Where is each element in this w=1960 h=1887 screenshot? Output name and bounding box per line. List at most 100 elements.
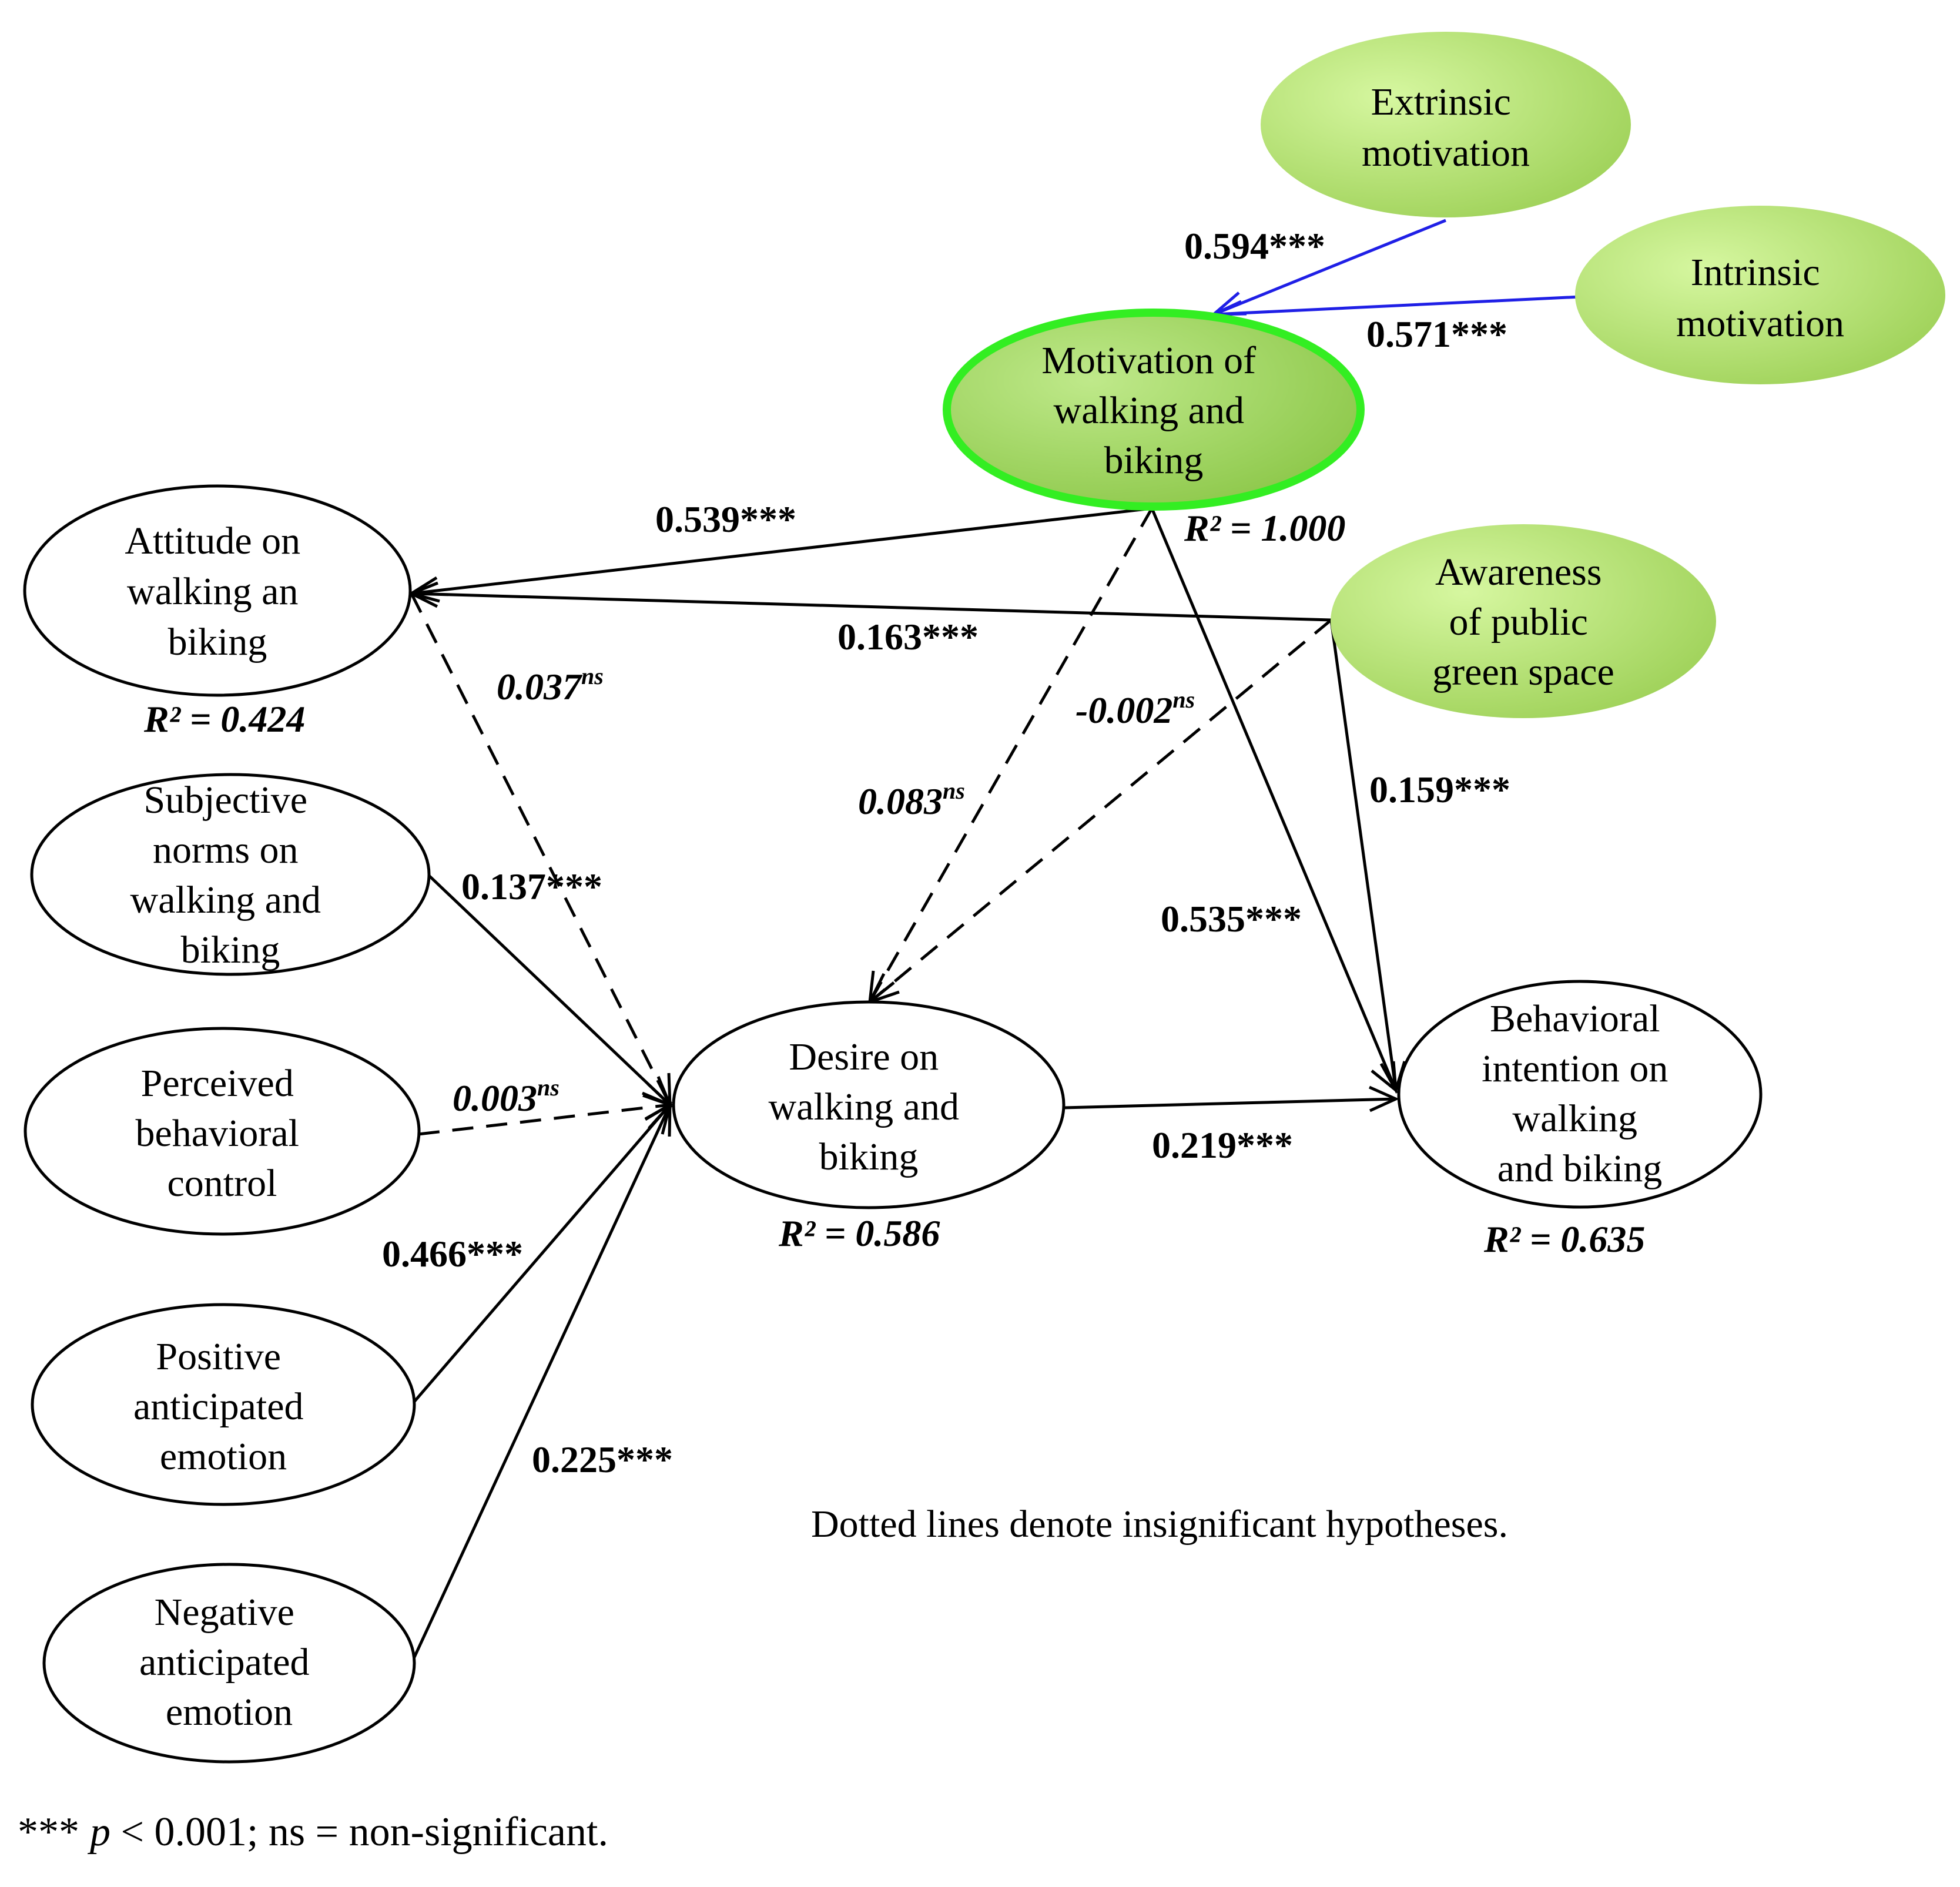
node-label-line: control: [167, 1162, 277, 1205]
coef-positive-desire: 0.466***: [382, 1233, 523, 1275]
coef-motivation-intention: 0.535***: [1161, 898, 1302, 940]
arrow-intrinsic-to-motivation: [1213, 295, 1582, 316]
svg-text:Desire on walking and: Desire on walking and biking: [769, 1035, 969, 1178]
node-subjective-norms: Subjective norms on walking and biking: [30, 773, 431, 976]
node-label-line: walking and: [769, 1085, 959, 1128]
coef-desire-intention: 0.219***: [1152, 1124, 1293, 1166]
footnote-stars: ***: [18, 1809, 79, 1855]
svg-text:Motivation of walking: Motivation of walking and biking: [1041, 339, 1265, 482]
r2-desire: R² = 0.586: [778, 1212, 940, 1254]
arrow-motivation-to-attitude: [411, 507, 1152, 595]
node-positive-emotion: Positive anticipated emotion: [31, 1303, 416, 1506]
node-perceived-control: Perceived behavioral control: [24, 1027, 421, 1236]
node-label-line: walking and: [130, 879, 321, 921]
coef-perceived-desire: 0.003ns: [453, 1074, 559, 1119]
svg-text:Intrinsic motivation: Intrinsic motivation: [1676, 251, 1844, 345]
arrow-subjective-to-desire: [428, 874, 671, 1106]
footnote-rest: < 0.001; ns = non-significant.: [110, 1809, 608, 1855]
r2-attitude: R² = 0.424: [143, 698, 305, 740]
svg-text:Subjective norms on: Subjective norms on walking and biking: [130, 779, 331, 971]
node-label-line: walking and: [1054, 389, 1244, 432]
footnote-p: p: [87, 1809, 110, 1855]
coef-motivation-desire: 0.083ns: [858, 777, 965, 822]
coef-attitude-desire: 0.037ns: [497, 663, 604, 708]
svg-text:Behavioral intention o: Behavioral intention on walking and biki…: [1482, 997, 1678, 1190]
node-awareness: Awareness of public green space: [1331, 524, 1716, 718]
node-label-line: biking: [181, 929, 280, 971]
coef-extrinsic-motivation: 0.594***: [1184, 225, 1325, 267]
coef-awareness-intention: 0.159***: [1369, 769, 1510, 810]
coef-subjective-desire: 0.137***: [461, 866, 602, 907]
node-label-line: Behavioral: [1490, 997, 1660, 1040]
node-label-line: and biking: [1497, 1147, 1662, 1190]
node-negative-emotion: Negative anticipated emotion: [42, 1563, 416, 1764]
node-label-line: Awareness: [1435, 551, 1602, 594]
node-label-line: biking: [168, 621, 267, 663]
node-motivation: Motivation of walking and biking: [943, 309, 1365, 511]
node-label-line: anticipated: [139, 1641, 310, 1684]
r2-intention: R² = 0.635: [1483, 1218, 1645, 1260]
coefficient-labels: 0.594*** 0.571*** 0.539*** 0.163*** 0.03…: [382, 225, 1510, 1480]
coef-intrinsic-motivation: 0.571***: [1366, 313, 1507, 355]
arrow-positive-to-desire: [413, 1104, 671, 1403]
node-label-line: motivation: [1362, 132, 1530, 175]
node-label-line: walking an: [127, 570, 298, 613]
arrow-attitude-to-desire: [410, 592, 672, 1106]
arrow-extrinsic-to-motivation: [1213, 219, 1446, 316]
node-label-line: biking: [819, 1135, 919, 1178]
node-label-line: emotion: [166, 1691, 293, 1734]
coef-awareness-desire: -0.002ns: [1076, 686, 1195, 731]
arrows-layer: [407, 219, 1582, 1658]
node-label-line: anticipated: [133, 1385, 304, 1428]
arrow-motivation-to-intention: [1150, 508, 1398, 1091]
node-desire: Desire on walking and biking: [672, 1000, 1066, 1209]
arrow-desire-to-intention: [1063, 1097, 1396, 1110]
footnote: ***p < 0.001; ns = non-significant.: [18, 1809, 608, 1855]
arrow-awareness-to-intention: [1329, 619, 1398, 1091]
arrow-motivation-to-desire: [868, 507, 1154, 1003]
node-label-line: green space: [1432, 651, 1614, 693]
node-label-line: Perceived: [141, 1062, 294, 1105]
node-label-line: norms on: [153, 829, 299, 872]
coef-awareness-attitude: 0.163***: [837, 616, 979, 658]
arrow-perceived-to-desire: [418, 1103, 671, 1136]
node-label-line: of public: [1449, 601, 1588, 643]
coef-negative-desire: 0.225***: [532, 1439, 673, 1480]
r2-labels: R² = 1.000 R² = 0.424 R² = 0.586 R² = 0.…: [143, 507, 1645, 1260]
node-label-line: Subjective: [143, 779, 307, 822]
node-label-line: Negative: [155, 1591, 294, 1634]
node-label-line: Desire on: [789, 1035, 939, 1078]
arrowhead-motivation-to-intention: [1371, 1061, 1398, 1094]
svg-text:Attitude on walking an: Attitude on walking an biking: [125, 519, 310, 663]
svg-text:Positive anticipated: Positive anticipated emotion: [133, 1335, 313, 1478]
arrowhead-desire-to-intention: [1368, 1085, 1400, 1112]
svg-text:Awareness of public: Awareness of public green space: [1432, 551, 1614, 693]
nodes-layer: Extrinsic motivation Intrinsic motivatio…: [23, 32, 1945, 1764]
node-label-line: behavioral: [135, 1112, 299, 1155]
svg-text:Extrinsic motivation: Extrinsic motivation: [1362, 81, 1530, 175]
node-label-line: Positive: [156, 1335, 281, 1378]
node-label-line: biking: [1104, 439, 1204, 482]
node-intrinsic-motivation: Intrinsic motivation: [1575, 206, 1945, 384]
coef-motivation-attitude: 0.539***: [655, 498, 796, 540]
diagram-note: Dotted lines denote insignificant hypoth…: [811, 1503, 1508, 1546]
node-label-line: walking: [1512, 1097, 1637, 1140]
node-attitude: Attitude on walking an biking: [23, 484, 412, 697]
node-label-line: Motivation of: [1041, 339, 1256, 382]
r2-motivation: R² = 1.000: [1184, 507, 1345, 549]
node-label-line: motivation: [1676, 302, 1844, 345]
node-label-line: intention on: [1482, 1047, 1668, 1090]
svg-text:Perceived behavioral: Perceived behavioral control: [135, 1062, 309, 1205]
node-label-line: emotion: [160, 1435, 287, 1478]
arrow-awareness-to-attitude: [411, 592, 1332, 622]
node-intention: Behavioral intention on walking and biki…: [1397, 980, 1763, 1209]
node-label-line: Extrinsic: [1371, 81, 1511, 123]
node-label-line: Attitude on: [125, 519, 300, 562]
node-extrinsic-motivation: Extrinsic motivation: [1261, 32, 1631, 217]
arrow-negative-to-desire: [413, 1104, 672, 1658]
node-label-line: Intrinsic: [1691, 251, 1820, 294]
svg-text:Negative anticipated: Negative anticipated emotion: [139, 1591, 319, 1734]
arrowhead-negative-to-desire: [648, 1101, 672, 1137]
